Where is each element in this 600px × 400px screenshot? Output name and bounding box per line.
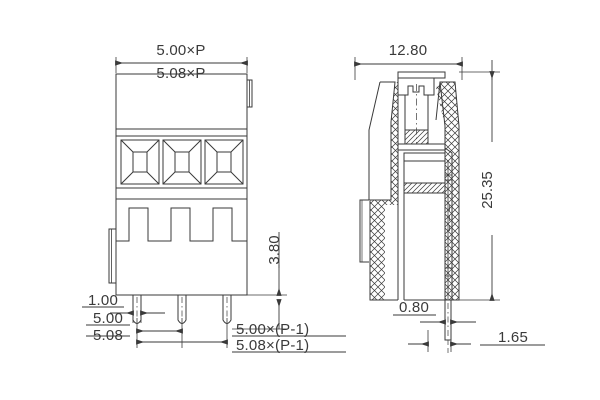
front-wire-hole-3 (204, 139, 244, 185)
side-pin (444, 300, 452, 356)
side-clamp-cage (397, 71, 446, 151)
front-wire-hole-2 (162, 139, 202, 185)
dim-label-pitch-secondary: 5.08 (93, 327, 123, 344)
front-wire-hole-1 (120, 139, 160, 185)
dim-label-side-height: 25.35 (479, 171, 496, 209)
dim-label-span-primary: 5.00×(P-1) (236, 321, 309, 338)
dim-label-side-pin-offset: 1.65 (498, 329, 528, 346)
front-view-group (82, 57, 346, 353)
side-wire-chamber (397, 150, 446, 301)
dim-label-pin-width: 1.00 (88, 292, 118, 309)
dim-label-pitch-primary: 5.00 (93, 310, 123, 327)
dim-label-span-secondary: 5.08×(P-1) (236, 337, 309, 354)
front-pitch-dimension (86, 318, 228, 348)
front-lower-body (108, 198, 248, 296)
side-height-dimension (459, 60, 500, 301)
dim-label-top-pitch-primary: 5.00×P (156, 42, 205, 59)
dim-label-side-pin-thickness: 0.80 (399, 299, 429, 316)
side-housing-shell (359, 81, 460, 301)
side-pin-thickness-dimension (393, 305, 476, 330)
dim-label-top-pitch-secondary: 5.08×P (156, 65, 205, 82)
front-pin-width-dimension (82, 300, 165, 323)
side-width-witness-lines (354, 57, 463, 80)
dim-label-side-width: 12.80 (389, 42, 428, 59)
front-span-dimension-rules (232, 335, 346, 353)
side-section-view-group (354, 57, 545, 356)
side-pin-offset-dimension (408, 330, 545, 352)
front-pin-length-dimension (232, 232, 287, 330)
front-upper-body (115, 73, 253, 137)
front-wire-entry-band (115, 135, 248, 189)
front-divider-band (115, 187, 248, 200)
side-contact-strip (444, 147, 453, 300)
dim-label-pin-length: 3.80 (266, 235, 283, 264)
